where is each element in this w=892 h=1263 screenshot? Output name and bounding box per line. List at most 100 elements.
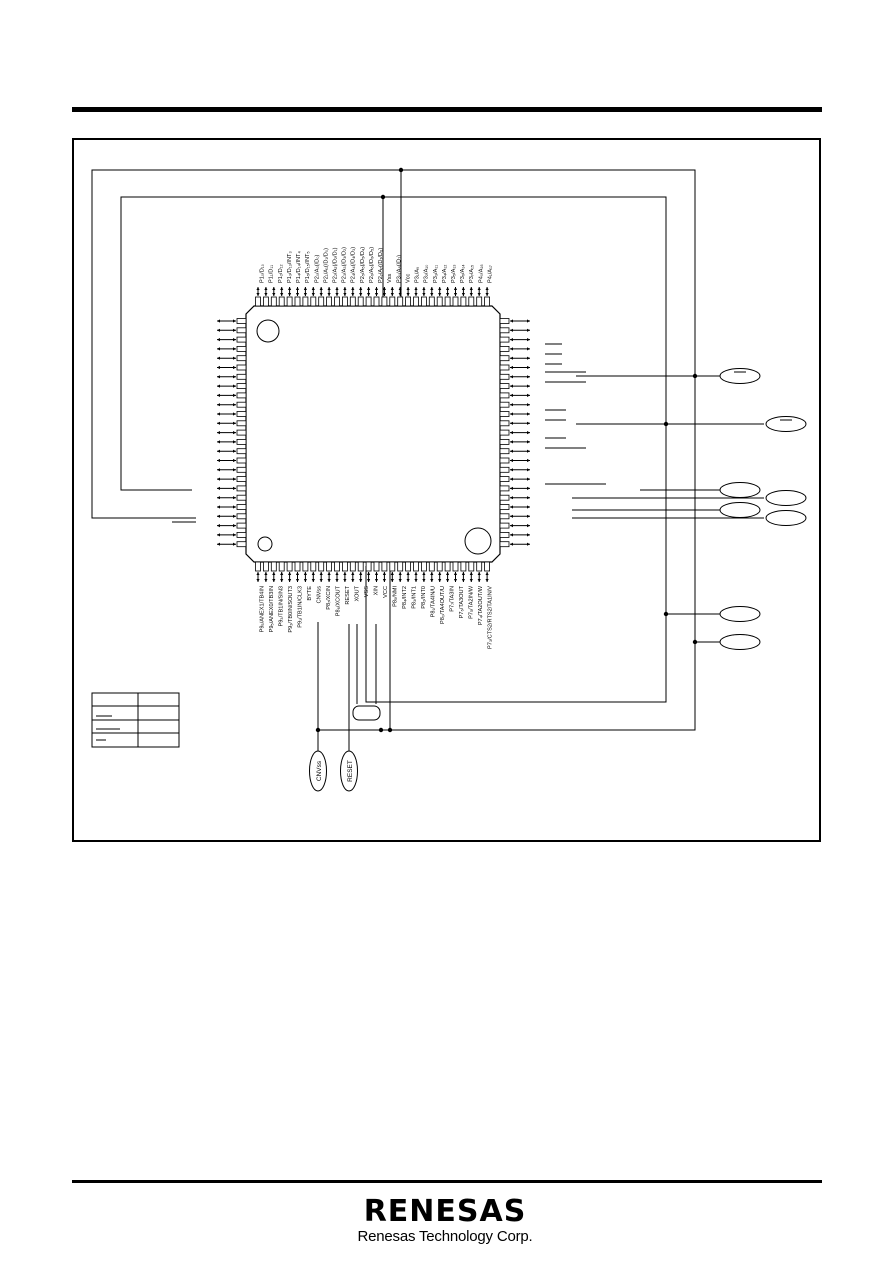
- bottom-pin-label: P7₃/CTS2/RTS2/TA1IN/V: [487, 586, 493, 649]
- bottom-pin-pad: [436, 561, 443, 572]
- right-pin-pad: [499, 364, 510, 371]
- bottom-pin-label: P8₅/NMI: [392, 586, 398, 607]
- top-pin-label: P2₂/A₂(/D₂/D₁): [332, 247, 338, 283]
- left-pin-lead-head: [233, 338, 236, 342]
- left-pin-pad: [236, 429, 247, 436]
- cnvss-terminal: [309, 750, 327, 792]
- footer-rule: [72, 1180, 822, 1183]
- bottom-pin-lead-head: [311, 572, 315, 575]
- bottom-pin-lead-head: [311, 579, 315, 582]
- bottom-pin-lead-head: [390, 579, 394, 582]
- bottom-pin-lead-head: [303, 572, 307, 575]
- left-pin-pad: [236, 494, 247, 501]
- right-pin-lead-head: [510, 468, 513, 472]
- bottom-pin-lead-head: [351, 572, 355, 575]
- right-pin-lead-head: [510, 338, 513, 342]
- top-pin-lead-head: [319, 287, 323, 290]
- connection-wires: [91, 169, 764, 752]
- top-pin-lead-head: [374, 287, 379, 290]
- bottom-pin-lead-head: [406, 579, 410, 582]
- top-pin-pad: [397, 296, 404, 307]
- top-pin-lead-head: [469, 293, 473, 296]
- top-pin-lead-head: [469, 287, 473, 290]
- left-pin-lead-head: [217, 356, 220, 360]
- top-pin-lead-head: [461, 293, 465, 296]
- top-pin-lead-head: [319, 293, 323, 296]
- left-pin-lead-head: [233, 533, 236, 537]
- top-pin-lead-head: [406, 293, 410, 296]
- bottom-pin-label: P9₆/ANEX1/TB4IN: [260, 586, 266, 632]
- top-pin-lead-head: [343, 287, 347, 290]
- left-pin-lead-head: [217, 403, 220, 407]
- right-pin-pad: [499, 513, 510, 520]
- bottom-pin-lead-head: [453, 572, 458, 575]
- bottom-pin-lead-head: [422, 572, 426, 575]
- right-pin-lead-head: [527, 449, 530, 453]
- bottom-pin-pad: [334, 561, 340, 572]
- bottom-pin-pad: [413, 561, 419, 572]
- right-pin-lead-head: [510, 440, 513, 444]
- bottom-pin-label: P8₁/TA4IN/U: [430, 586, 436, 617]
- bottom-pin-label: CNVss: [317, 586, 323, 604]
- bottom-pin-label: P8₇/XCIN: [326, 586, 332, 610]
- top-pin-pad: [302, 296, 309, 307]
- left-pin-pad: [236, 373, 247, 380]
- top-pin-lead-head: [264, 287, 268, 290]
- bottom-pin-lead-head: [264, 579, 268, 582]
- bottom-pin-lead-head: [256, 572, 260, 575]
- left-pin-lead-head: [217, 477, 220, 481]
- top-pin-label: P1₂/D₁₂: [278, 264, 284, 283]
- bottom-pin-label: P7₅/TA2IN/W: [468, 585, 474, 619]
- bottom-pin-lead-head: [295, 579, 300, 582]
- top-pin-pad: [405, 296, 412, 307]
- bottom-pin-pad: [381, 561, 388, 572]
- right-pin-lead-head: [510, 356, 513, 360]
- right-pin-lead-head: [527, 347, 530, 351]
- top-pin-pad: [270, 296, 277, 307]
- chip-package: [245, 305, 501, 563]
- left-pin-lead-head: [233, 524, 236, 528]
- right-pin-lead-head: [510, 384, 513, 388]
- bottom-pin-pad: [428, 561, 435, 572]
- top-pin-pad: [476, 296, 483, 307]
- bottom-pin-pad: [349, 561, 356, 572]
- left-pin-pad: [236, 448, 247, 455]
- top-pin-label: P3₇/A₁₅: [469, 265, 475, 283]
- right-pin-pad: [499, 411, 510, 417]
- left-pin-lead-head: [233, 421, 236, 425]
- bottom-pin-pad: [294, 561, 301, 572]
- right-pin-lead-head: [527, 328, 530, 332]
- left-pin-pad: [236, 522, 247, 529]
- top-pin-pad: [420, 296, 427, 307]
- bottom-pin-pad: [444, 561, 451, 572]
- bottom-pin-pad: [460, 561, 467, 572]
- right-pin-lead-head: [527, 365, 530, 370]
- bottom-pin-pad: [373, 561, 380, 572]
- top-pin-lead-head: [295, 287, 300, 290]
- top-pin-pad: [373, 296, 380, 307]
- bottom-pin-lead-head: [414, 572, 418, 575]
- left-pin-lead-head: [217, 458, 220, 463]
- left-pin-lead-head: [217, 365, 220, 370]
- left-pin-lead-head: [233, 365, 236, 370]
- top-pin-lead-head: [446, 293, 450, 296]
- bottom-pin-pad: [302, 561, 309, 572]
- bottom-pin-lead-head: [327, 579, 331, 582]
- left-pin-lead-head: [217, 328, 220, 332]
- right-pin-lead-head: [510, 375, 513, 379]
- bottom-pin-label: P7₄/TA2OUT/W: [478, 585, 484, 625]
- bottom-pin-lead-head: [398, 572, 402, 575]
- right-pin-lead-head: [527, 458, 530, 463]
- right-pin-lead-head: [527, 486, 530, 490]
- bottom-pin-lead-head: [351, 579, 355, 582]
- bottom-pin-pad: [326, 561, 333, 572]
- terminal-8: [719, 634, 761, 650]
- bottom-pin-lead-head: [485, 572, 489, 575]
- right-pin-pad: [499, 541, 510, 548]
- left-pin-pad: [236, 420, 247, 427]
- top-pin-lead-head: [430, 293, 434, 296]
- terminal-6: [765, 510, 807, 526]
- bottom-pin-lead-head: [398, 579, 402, 582]
- left-pin-lead-head: [233, 505, 236, 509]
- right-pin-lead-head: [510, 533, 513, 537]
